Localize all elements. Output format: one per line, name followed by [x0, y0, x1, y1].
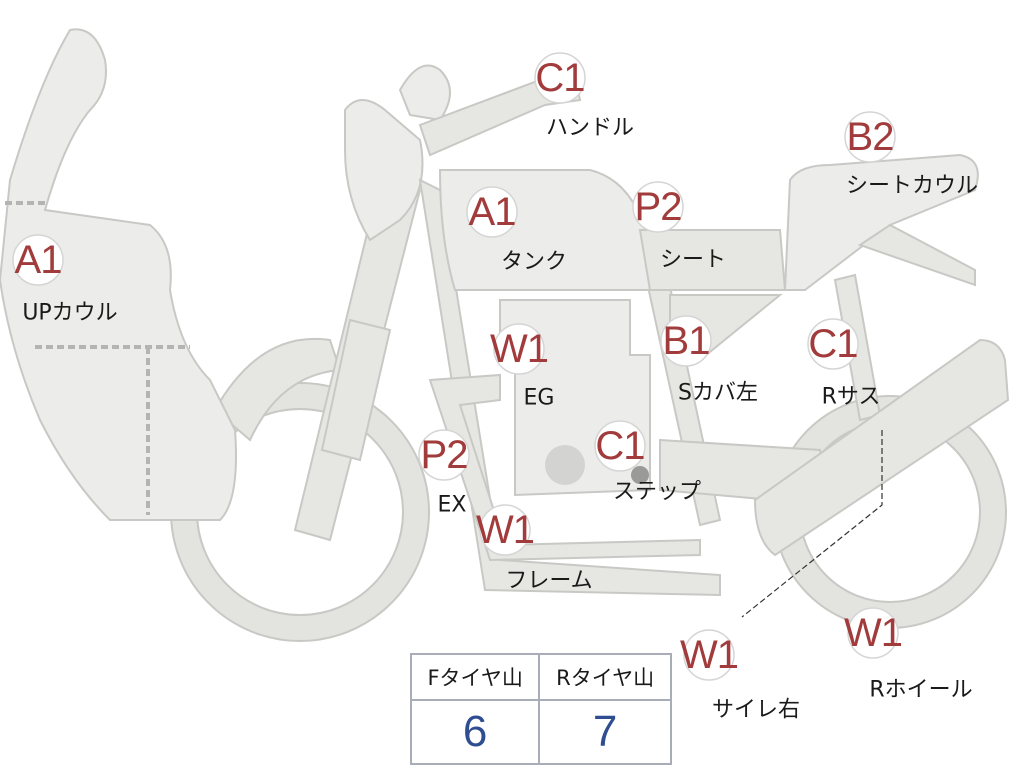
callout-badge: [847, 607, 899, 659]
part-label: EG: [524, 386, 555, 411]
callout-badge: [632, 181, 684, 233]
part-label: Rホイール: [869, 678, 972, 703]
tire-tread-table: Fタイヤ山 Rタイヤ山 6 7: [409, 653, 672, 765]
silencer: [753, 338, 1010, 557]
part-code: B2: [847, 115, 894, 159]
part-code: P2: [635, 185, 682, 229]
callout-badge: [683, 629, 735, 681]
rear-tire-tread-value: 7: [538, 699, 672, 765]
callout-badge: [493, 323, 545, 375]
part-callouts: A1UPカウルC1ハンドルA1タンクP2シートB2シートカウルW1EGB1Sカバ…: [12, 52, 978, 723]
part-label: フレーム: [505, 569, 592, 594]
seat-cowl: [783, 153, 979, 291]
callout-c1-step: C1 ステップ: [594, 420, 701, 505]
part-label: サイレ右: [712, 698, 800, 723]
part-code: C1: [808, 322, 857, 366]
part-code: W1: [490, 327, 548, 371]
part-code: C1: [595, 424, 644, 468]
rear-tire-tread-header: Rタイヤ山: [538, 653, 672, 701]
callout-w1-frame: W1 フレーム: [476, 504, 593, 594]
part-label: シートカウル: [846, 174, 978, 199]
part-label: ステップ: [613, 480, 701, 505]
part-label: シート: [660, 248, 726, 273]
callout-badge: [594, 420, 646, 472]
part-label: UPカウル: [22, 301, 117, 326]
part-label: ハンドル: [546, 116, 634, 141]
callout-badge: [660, 315, 712, 367]
callout-b2-seat-cowl: B2 シートカウル: [844, 111, 978, 199]
callout-badge: [844, 111, 896, 163]
callout-badge: [466, 186, 518, 238]
callout-badge: [534, 52, 586, 104]
part-code: W1: [844, 611, 902, 655]
callout-c1-handle: C1 ハンドル: [534, 52, 634, 141]
part-code: W1: [476, 508, 534, 552]
callout-p2-seat: P2 シート: [632, 181, 726, 273]
part-code: P2: [421, 433, 468, 477]
callout-badge: [12, 234, 64, 286]
headlight: [344, 99, 424, 242]
callout-a1-tank: A1 タンク: [466, 186, 567, 275]
part-label: Sカバ左: [678, 381, 758, 406]
part-label: EX: [438, 493, 467, 518]
upper-cowl: [0, 28, 237, 521]
part-label: Rサス: [822, 385, 881, 410]
part-code: A1: [15, 238, 62, 282]
front-tire-tread-header: Fタイヤ山: [409, 653, 541, 701]
front-tire-tread-value: 6: [409, 699, 541, 765]
callout-badge: [807, 318, 859, 370]
part-code: B1: [663, 319, 710, 363]
part-code: A1: [469, 190, 516, 234]
callout-badge: [479, 504, 531, 556]
callout-badge: [418, 429, 470, 481]
part-label: タンク: [501, 250, 567, 275]
callout-w1-silencer-right: W1 サイレ右: [680, 629, 800, 723]
part-code: W1: [680, 633, 738, 677]
part-code: C1: [535, 56, 584, 100]
